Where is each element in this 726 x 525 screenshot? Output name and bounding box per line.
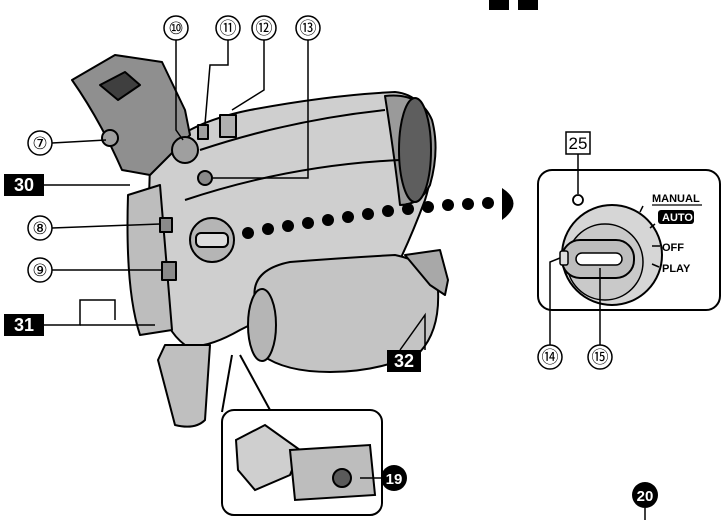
inset-jack bbox=[332, 468, 352, 488]
callout-20: 20 bbox=[637, 488, 654, 505]
zoom-dial bbox=[171, 136, 199, 164]
side-ridge bbox=[184, 159, 401, 201]
inset-detail bbox=[221, 354, 383, 516]
lens-front bbox=[398, 97, 432, 203]
dial-label-manual: MANUAL bbox=[652, 193, 700, 205]
leader-lines bbox=[44, 40, 646, 520]
switch-panel: MANUAL AUTO OFF PLAY bbox=[537, 154, 721, 311]
top-ridge bbox=[199, 109, 386, 151]
zoom-lever bbox=[219, 114, 237, 138]
callout-32: 32 bbox=[394, 351, 414, 371]
inset-leader-b bbox=[239, 354, 271, 411]
callouts-black-square: 30 31 32 bbox=[4, 174, 421, 372]
strap-band bbox=[404, 249, 449, 296]
lock-button bbox=[559, 250, 569, 266]
camcorder-body bbox=[71, 54, 449, 428]
dial-label-auto: AUTO bbox=[662, 212, 693, 224]
viewfinder-knob bbox=[101, 129, 119, 147]
indicator-lamp bbox=[572, 194, 584, 206]
eyecup-window bbox=[99, 71, 141, 101]
inset-body bbox=[288, 443, 377, 502]
callout-19: 19 bbox=[386, 471, 403, 488]
snapshot-button bbox=[197, 170, 213, 186]
strap-end bbox=[247, 288, 277, 362]
dotted-arrow bbox=[242, 188, 514, 239]
callout-12: ⑫ bbox=[256, 19, 273, 38]
side-button-8 bbox=[159, 217, 173, 233]
power-dial-knob bbox=[195, 232, 229, 248]
arrow-head bbox=[502, 188, 514, 220]
callout-15: ⑮ bbox=[592, 348, 609, 367]
callout-10: ⑩ bbox=[168, 19, 183, 38]
callout-30: 30 bbox=[14, 175, 34, 195]
callout-14: ⑭ bbox=[542, 348, 559, 367]
dial-label-off: OFF bbox=[662, 242, 684, 254]
callout-13: ⑬ bbox=[300, 19, 317, 38]
top-button bbox=[197, 124, 209, 140]
callout-8: ⑧ bbox=[32, 219, 47, 238]
inset-cover bbox=[234, 423, 302, 492]
callout-31: 31 bbox=[14, 315, 34, 335]
callout-7: ⑦ bbox=[32, 134, 47, 153]
callout-9: ⑨ bbox=[32, 261, 47, 280]
side-button-9 bbox=[161, 261, 177, 281]
callouts-circled: ⑦ ⑧ ⑨ ⑩ ⑪ ⑫ ⑬ ⑭ ⑮ bbox=[27, 15, 613, 370]
callout-11: ⑪ bbox=[220, 19, 237, 38]
callout-25: 25 bbox=[569, 134, 588, 153]
lower-arm bbox=[157, 344, 211, 428]
inset-leader-a bbox=[221, 354, 233, 413]
dial-label-play: PLAY bbox=[662, 263, 691, 275]
top-tag-left bbox=[489, 0, 509, 10]
grip-strap bbox=[252, 254, 440, 373]
top-tag-right bbox=[518, 0, 538, 10]
callouts-black-circle: 19 20 bbox=[381, 465, 658, 508]
callout-boxed: 25 bbox=[565, 131, 591, 155]
dial-knob bbox=[575, 252, 623, 266]
auto-label-bg bbox=[658, 210, 694, 224]
